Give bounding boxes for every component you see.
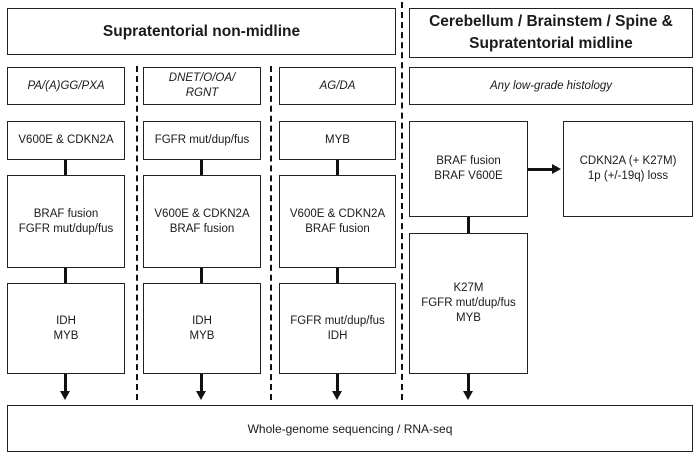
col4-row2-line1: K27M bbox=[453, 282, 484, 294]
arrow-col4-shaft bbox=[467, 374, 470, 391]
col2-row2-box: V600E & CDKN2A BRAF fusion bbox=[143, 175, 261, 268]
connector-col1-a bbox=[64, 160, 67, 175]
histology-col1: PA/(A)GG/PXA bbox=[7, 67, 125, 105]
connector-col4-a bbox=[467, 217, 470, 233]
col1-row2-box: BRAF fusion FGFR mut/dup/fus bbox=[7, 175, 125, 268]
arrow-col3-head bbox=[332, 391, 342, 400]
connector-col3-a bbox=[336, 160, 339, 175]
header-left-label: Supratentorial non-midline bbox=[102, 22, 301, 40]
col3-row2-line1: V600E & CDKN2A bbox=[289, 207, 386, 220]
col2-row3-line2: MYB bbox=[189, 329, 215, 342]
arrow-side-shaft bbox=[528, 168, 552, 171]
divider-col1-col2 bbox=[136, 66, 138, 400]
col3-row3-line1: FGFR mut/dup/fus bbox=[290, 314, 385, 327]
histology-col1-label: PA/(A)GG/PXA bbox=[27, 79, 105, 92]
header-right-line2: Supratentorial midline bbox=[469, 35, 633, 52]
header-cerebellum-brainstem-spine: Cerebellum / Brainstem / Spine & Suprate… bbox=[409, 8, 693, 58]
col1-row3-line2: MYB bbox=[53, 329, 79, 342]
histology-col2: DNET/O/OA/ RGNT bbox=[143, 67, 261, 105]
col4-row2-box: K27M FGFR mut/dup/fus MYB bbox=[409, 233, 528, 374]
col3-row1-text: MYB bbox=[325, 134, 350, 146]
col4-row2-line2: FGFR mut/dup/fus bbox=[421, 297, 516, 309]
arrow-col4-head bbox=[463, 391, 473, 400]
divider-col2-col3 bbox=[270, 66, 272, 400]
col1-row3-box: IDH MYB bbox=[7, 283, 125, 374]
col3-row2-line2: BRAF fusion bbox=[305, 222, 370, 235]
histology-col4-label: Any low-grade histology bbox=[489, 79, 613, 92]
header-supratentorial-non-midline: Supratentorial non-midline bbox=[7, 8, 396, 55]
col4-row1-line2: BRAF V600E bbox=[434, 170, 503, 182]
col2-row2-line2: BRAF fusion bbox=[169, 222, 235, 235]
arrow-col1-shaft bbox=[64, 374, 67, 391]
arrow-col1-head bbox=[60, 391, 70, 400]
col2-row1-box: FGFR mut/dup/fus bbox=[143, 121, 261, 160]
col4-row1-box: BRAF fusion BRAF V600E bbox=[409, 121, 528, 217]
side-box: CDKN2A (+ K27M) 1p (+/-19q) loss bbox=[563, 121, 693, 217]
col3-row1-box: MYB bbox=[279, 121, 396, 160]
histology-col3-label: AG/DA bbox=[319, 79, 356, 92]
connector-col2-a bbox=[200, 160, 203, 175]
connector-col2-b bbox=[200, 268, 203, 283]
col2-row3-line1: IDH bbox=[192, 314, 212, 327]
bottom-box: Whole-genome sequencing / RNA-seq bbox=[7, 405, 693, 452]
col3-row2-box: V600E & CDKN2A BRAF fusion bbox=[279, 175, 396, 268]
col2-row3-box: IDH MYB bbox=[143, 283, 261, 374]
col1-row3-line1: IDH bbox=[56, 314, 76, 327]
col3-row3-line2: IDH bbox=[327, 329, 348, 342]
col2-row2-line1: V600E & CDKN2A bbox=[154, 207, 250, 220]
col3-row3-box: FGFR mut/dup/fus IDH bbox=[279, 283, 396, 374]
col1-row2-line2: FGFR mut/dup/fus bbox=[18, 222, 114, 235]
col2-row1-text: FGFR mut/dup/fus bbox=[154, 134, 250, 146]
col4-row2-line3: MYB bbox=[456, 312, 481, 324]
header-right-line1: Cerebellum / Brainstem / Spine & bbox=[429, 13, 673, 30]
histology-col4: Any low-grade histology bbox=[409, 67, 693, 105]
arrow-col2-head bbox=[196, 391, 206, 400]
connector-col1-b bbox=[64, 268, 67, 283]
side-line2: 1p (+/-19q) loss bbox=[587, 170, 669, 182]
col1-row1-box: V600E & CDKN2A bbox=[7, 121, 125, 160]
col4-row1-line1: BRAF fusion bbox=[436, 155, 501, 167]
histology-col2-line1: DNET/O/OA/ bbox=[168, 72, 236, 84]
col1-row2-line1: BRAF fusion bbox=[33, 207, 99, 220]
divider-main bbox=[401, 2, 403, 400]
arrow-side-head bbox=[552, 164, 561, 174]
side-line1: CDKN2A (+ K27M) bbox=[579, 155, 677, 167]
histology-col3: AG/DA bbox=[279, 67, 396, 105]
histology-col2-line2: RGNT bbox=[185, 87, 219, 99]
connector-col3-b bbox=[336, 268, 339, 283]
arrow-col3-shaft bbox=[336, 374, 339, 391]
bottom-label: Whole-genome sequencing / RNA-seq bbox=[247, 421, 453, 436]
col1-row1-text: V600E & CDKN2A bbox=[18, 134, 114, 146]
arrow-col2-shaft bbox=[200, 374, 203, 391]
